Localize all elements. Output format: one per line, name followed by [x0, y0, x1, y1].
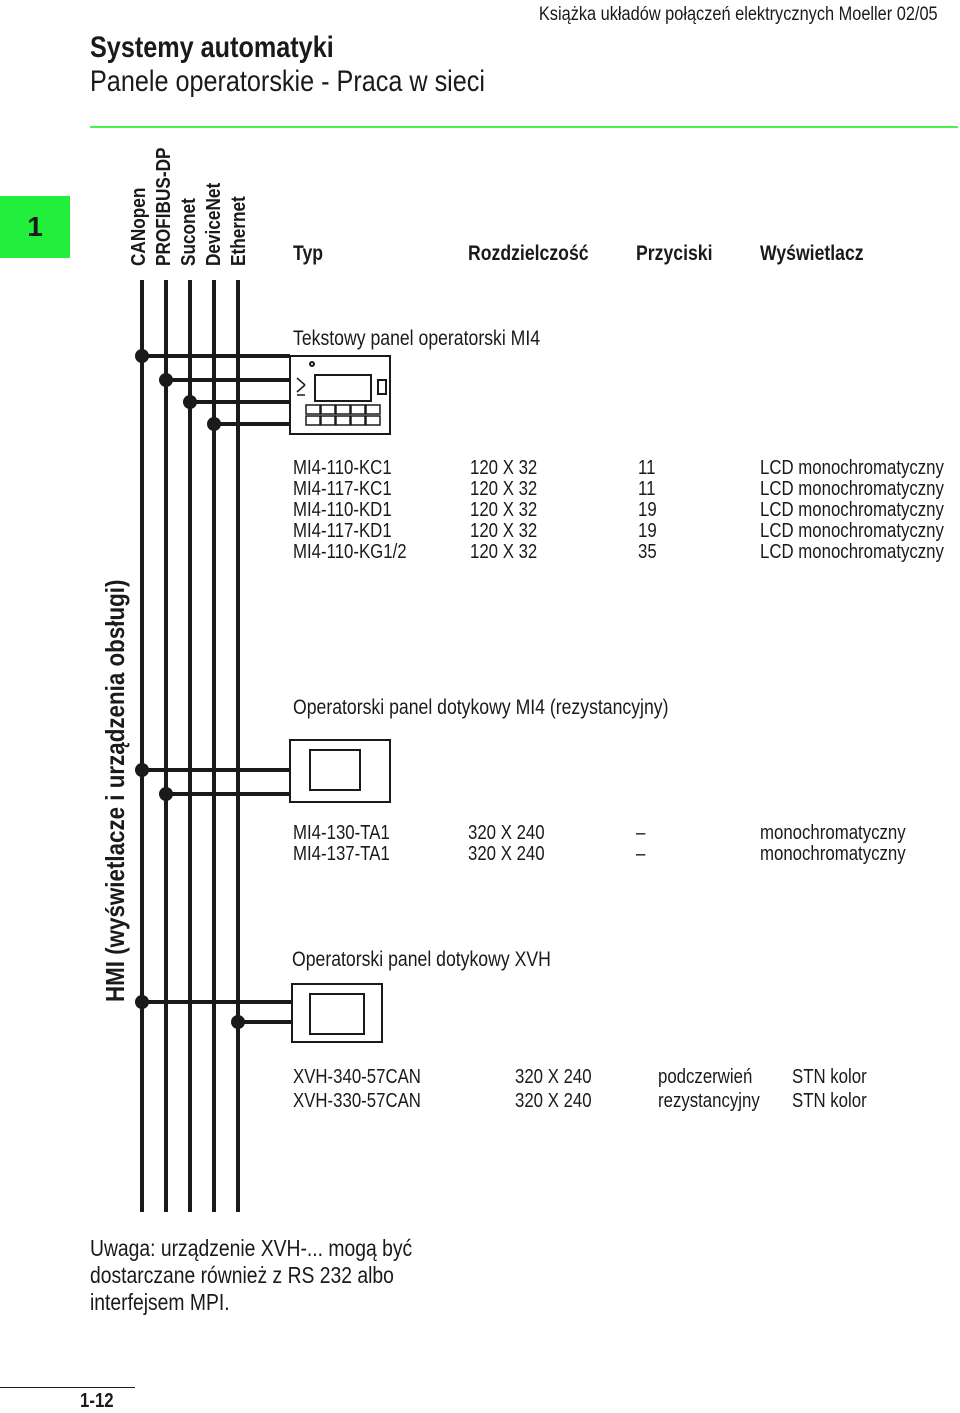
cell-resolution: 320 X 240 — [515, 1066, 592, 1088]
section-title-mi4-touch: Operatorski panel dotykowy MI4 (rezystan… — [293, 696, 669, 719]
tap-dot — [159, 787, 173, 801]
table-row: podczerwień rezystancyjny — [658, 1065, 760, 1113]
tap-dot — [135, 763, 149, 777]
cell-resolution: 320 X 240 — [468, 822, 545, 844]
tap-dot — [135, 995, 149, 1009]
cell-buttons: – — [636, 843, 646, 865]
cell-buttons: podczerwień — [658, 1066, 753, 1088]
cell-type: MI4-117-KD1 — [293, 520, 392, 542]
cell-buttons: 11 — [638, 478, 656, 500]
page-number: 1-12 — [80, 1390, 114, 1412]
cell-display: LCD monochromatyczny — [760, 499, 944, 521]
cell-buttons: 35 — [638, 541, 657, 563]
header-divider — [90, 126, 958, 128]
cell-type: XVH-330-57CAN — [293, 1090, 421, 1112]
column-header-buttons: Przyciski — [636, 242, 713, 265]
cell-display: LCD monochromatyczny — [760, 520, 944, 542]
chapter-number: 1 — [27, 211, 43, 242]
cell-display: STN kolor — [792, 1090, 867, 1112]
footnote-line: dostarczane również z RS 232 albo — [90, 1262, 394, 1288]
cell-display: LCD monochromatyczny — [760, 457, 944, 479]
book-title: Książka układów połączeń elektrycznych M… — [539, 4, 938, 25]
page-title: Systemy automatyki — [90, 31, 334, 64]
page-subtitle: Panele operatorskie - Praca w sieci — [90, 65, 485, 98]
cell-type: MI4-110-KG1/2 — [293, 541, 407, 563]
chapter-tab — [0, 196, 70, 258]
cell-buttons: rezystancyjny — [658, 1090, 760, 1112]
footnote: Uwaga: urządzenie XVH-... mogą być dosta… — [90, 1235, 412, 1316]
table-row: monochromatyczny monochromatyczny — [760, 823, 906, 865]
tap-dot — [135, 349, 149, 363]
cell-type: MI4-110-KC1 — [293, 457, 392, 479]
cell-buttons: 19 — [638, 499, 657, 521]
cell-display: LCD monochromatyczny — [760, 541, 944, 563]
table-row: MI4-110-KC1 MI4-117-KC1 MI4-110-KD1 MI4-… — [293, 458, 407, 563]
table-row: 120 X 32 120 X 32 120 X 32 120 X 32 120 … — [470, 458, 537, 563]
table-row: – – — [636, 823, 645, 865]
cell-type: MI4-130-TA1 — [293, 822, 390, 844]
cell-display: monochromatyczny — [760, 822, 906, 844]
table-row: LCD monochromatyczny LCD monochromatyczn… — [760, 458, 944, 563]
cell-resolution: 120 X 32 — [470, 478, 538, 500]
cell-type: XVH-340-57CAN — [293, 1066, 421, 1088]
cell-display: monochromatyczny — [760, 843, 906, 865]
mi4-text-panel-icon — [289, 355, 391, 435]
footer-divider — [0, 1387, 135, 1388]
tap-dot — [207, 417, 221, 431]
footnote-line: Uwaga: urządzenie XVH-... mogą być — [90, 1235, 413, 1261]
table-row: MI4-130-TA1 MI4-137-TA1 — [293, 823, 390, 865]
cell-resolution: 120 X 32 — [470, 541, 538, 563]
cell-resolution: 120 X 32 — [470, 499, 538, 521]
tap-dot — [159, 373, 173, 387]
cell-type: MI4-137-TA1 — [293, 843, 390, 865]
section-title-mi4-text: Tekstowy panel operatorski MI4 — [293, 327, 541, 350]
footnote-line: interfejsem MPI. — [90, 1289, 230, 1315]
cell-type: MI4-117-KC1 — [293, 478, 392, 500]
table-row: 11 11 19 19 35 — [638, 458, 657, 563]
cell-resolution: 320 X 240 — [468, 843, 545, 865]
table-row: XVH-340-57CAN XVH-330-57CAN — [293, 1065, 421, 1113]
cell-buttons: 11 — [638, 457, 656, 479]
tap-dot — [231, 1015, 245, 1029]
bus-lines — [140, 280, 240, 1212]
column-header-type: Typ — [293, 242, 324, 265]
column-header-resolution: Rozdzielczość — [468, 242, 589, 265]
cell-display: LCD monochromatyczny — [760, 478, 944, 500]
cell-display: STN kolor — [792, 1066, 867, 1088]
cell-buttons: – — [636, 822, 646, 844]
cell-resolution: 120 X 32 — [470, 457, 538, 479]
section-title-xvh-touch: Operatorski panel dotykowy XVH — [292, 948, 551, 971]
touch-panel-icon — [289, 739, 391, 803]
touch-panel-icon — [291, 983, 383, 1043]
table-row: STN kolor STN kolor — [792, 1065, 867, 1113]
cell-resolution: 320 X 240 — [515, 1090, 592, 1112]
tap-dot — [183, 395, 197, 409]
cell-resolution: 120 X 32 — [470, 520, 538, 542]
column-header-display: Wyświetlacz — [760, 242, 864, 265]
table-row: 320 X 240 320 X 240 — [468, 823, 545, 865]
cell-type: MI4-110-KD1 — [293, 499, 392, 521]
cell-buttons: 19 — [638, 520, 657, 542]
table-row: 320 X 240 320 X 240 — [515, 1065, 592, 1113]
